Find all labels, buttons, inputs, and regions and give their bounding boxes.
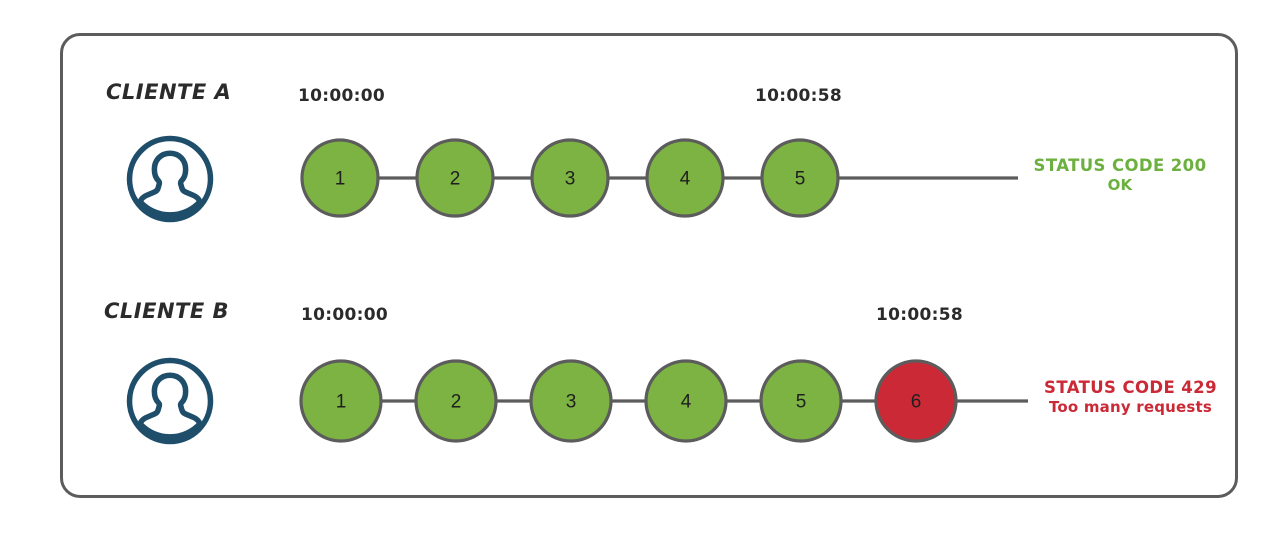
client-a-start-time: 10:00:00 bbox=[298, 86, 385, 106]
client-b-status-code: STATUS CODE 429 bbox=[1044, 378, 1217, 397]
client-a-end-time: 10:00:58 bbox=[755, 86, 842, 106]
user-avatar-icon bbox=[124, 133, 216, 225]
diagram-frame bbox=[60, 33, 1238, 498]
user-avatar-icon bbox=[124, 355, 216, 447]
client-a-status-text: OK bbox=[1107, 176, 1133, 195]
client-b-label: CLIENTE B bbox=[104, 299, 230, 323]
client-b-status-text: Too many requests bbox=[1048, 398, 1213, 417]
client-a-status-code: STATUS CODE 200 bbox=[1033, 156, 1207, 175]
client-b-start-time: 10:00:00 bbox=[301, 305, 388, 325]
client-b-status: STATUS CODE 429 Too many requests bbox=[1028, 378, 1233, 416]
client-a-status: STATUS CODE 200 OK bbox=[1020, 156, 1220, 194]
client-b-end-time: 10:00:58 bbox=[876, 305, 963, 325]
client-a-label: CLIENTE A bbox=[106, 80, 232, 104]
